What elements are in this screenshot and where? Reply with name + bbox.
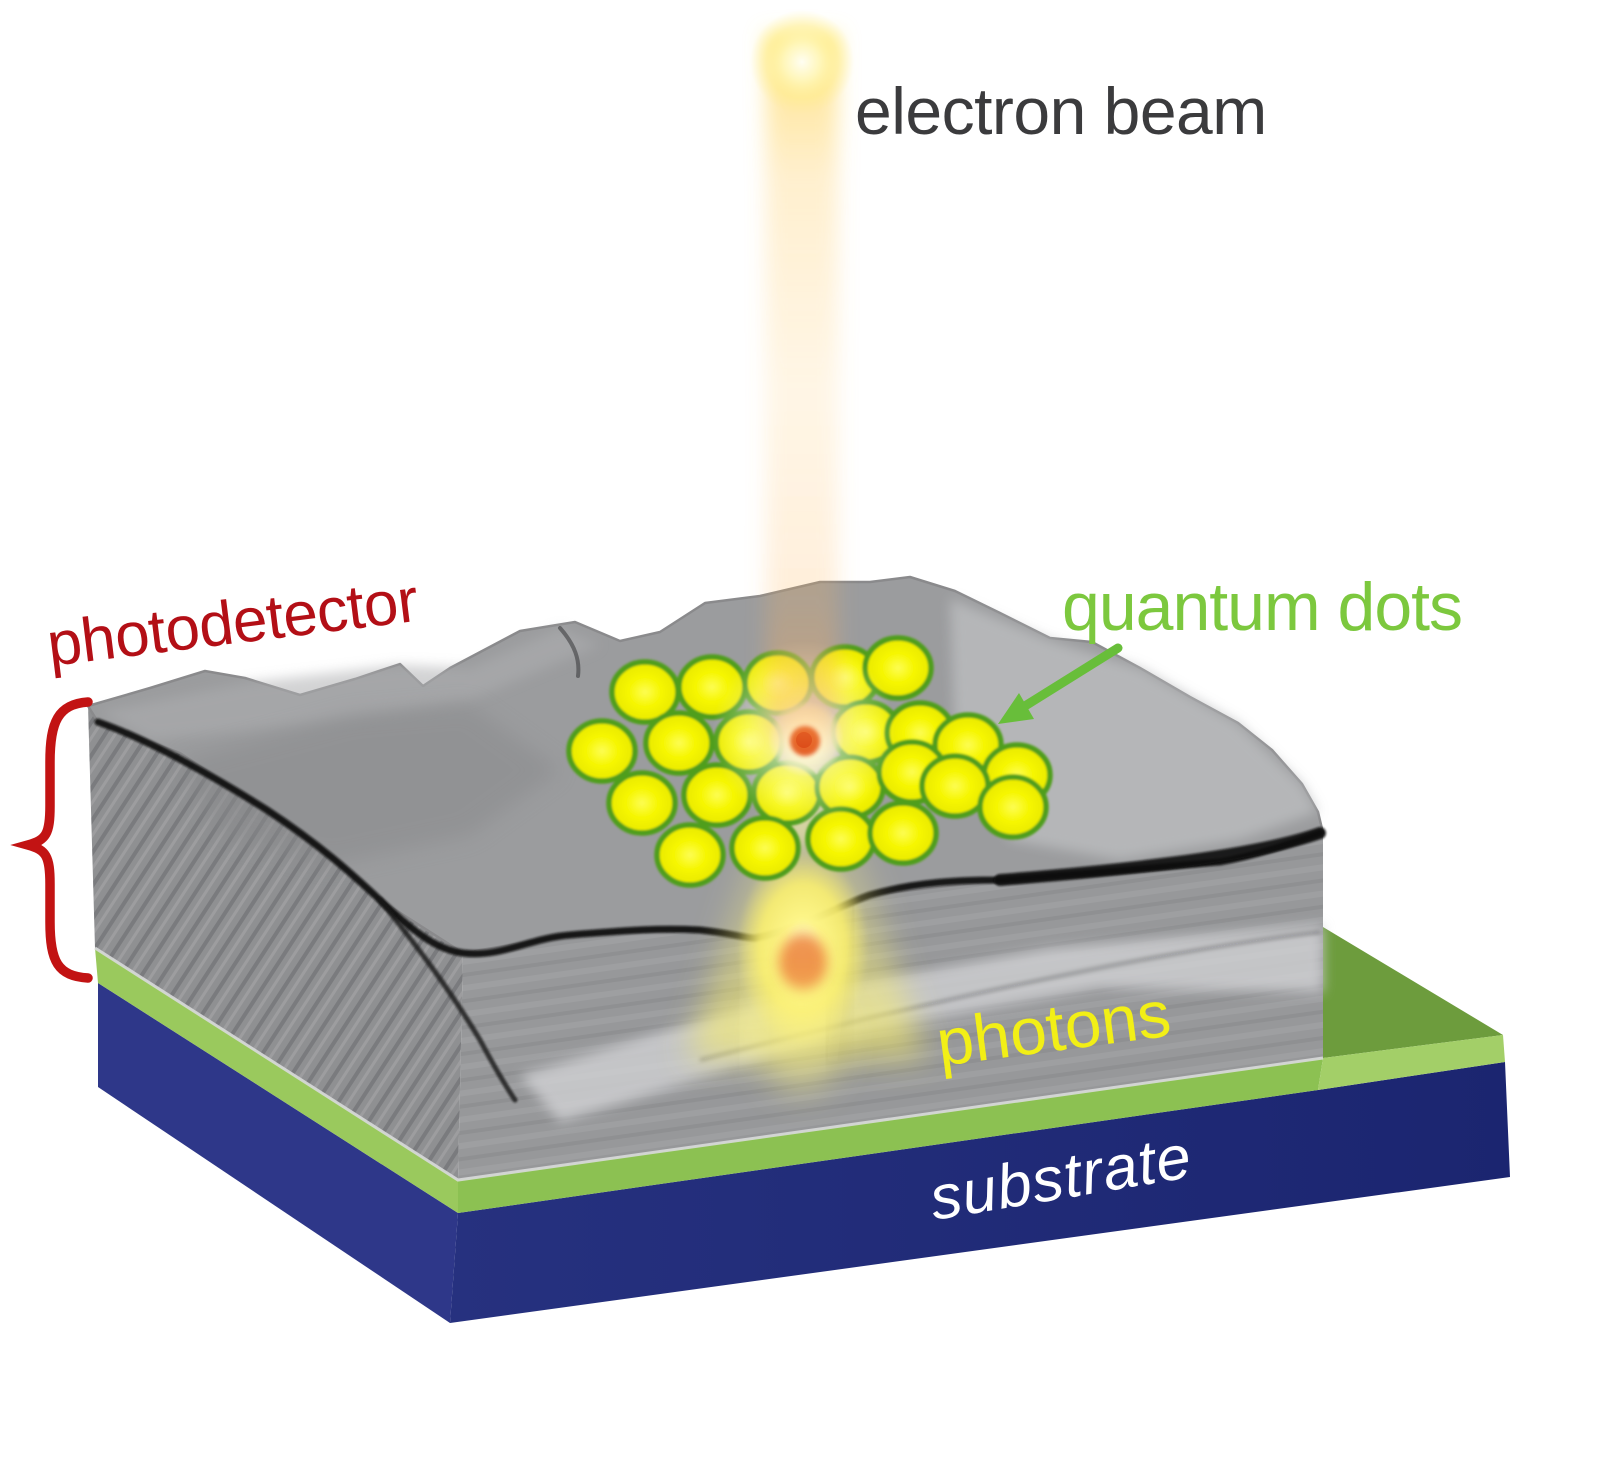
buffer-layer — [95, 927, 1505, 1213]
electron-beam-label: electron beam — [855, 74, 1267, 148]
beam-top-glow — [750, 10, 854, 114]
top-face-light-facet-left — [100, 628, 600, 740]
slab-bottom-seam — [94, 946, 1324, 1182]
crack-line-notch — [558, 626, 581, 678]
photodetector-brace-icon — [10, 697, 93, 983]
quantum-dot — [867, 800, 939, 866]
quantum-dot — [643, 710, 715, 776]
quantum-dot — [654, 822, 726, 888]
quantum-dot — [977, 774, 1049, 840]
left-face-texture — [88, 706, 463, 1180]
substrate-left-face — [98, 983, 458, 1323]
buffer-layer-right-edge — [1318, 1035, 1505, 1090]
crack-line-right-thick — [994, 827, 1326, 886]
quantum-dot — [566, 718, 638, 784]
quantum-dots-arrow-icon — [998, 643, 1123, 724]
buffer-layer-left-strip — [95, 948, 458, 1213]
photodetector-label: photodetector — [43, 566, 421, 680]
substrate-front-face — [450, 1062, 1510, 1323]
photon-glow-orange-core — [779, 934, 827, 990]
quantum-dot — [729, 815, 801, 881]
buffer-layer-front-strip — [458, 1058, 1323, 1213]
top-face-dark-facet — [180, 705, 560, 865]
crack-line-branch — [377, 897, 518, 1103]
quantum-dots-label: quantum dots — [1062, 569, 1462, 645]
quantum-dot — [606, 770, 678, 836]
buffer-layer-top-face — [1323, 927, 1503, 1058]
electron-beam-ray — [750, 10, 854, 746]
front-face-light-band — [520, 925, 1323, 1122]
photon-glow-tail — [759, 988, 843, 1092]
substrate-block — [98, 983, 1510, 1323]
